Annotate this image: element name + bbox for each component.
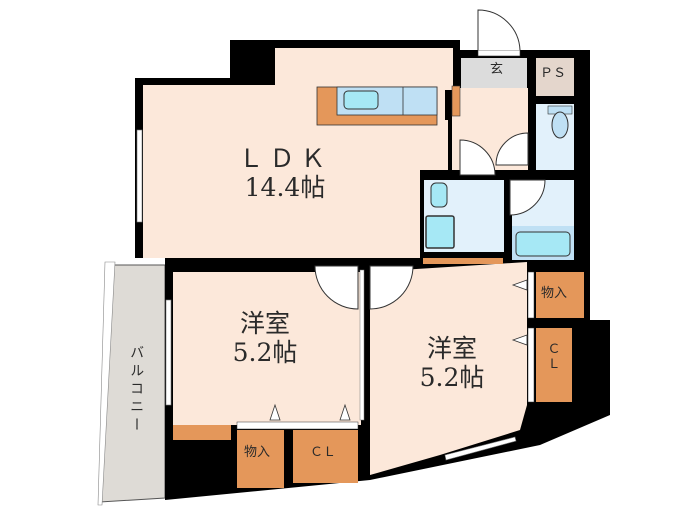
storage1 <box>237 430 284 488</box>
western2-door[interactable] <box>369 265 414 310</box>
western2-window <box>444 436 517 461</box>
shoe-cabinet <box>451 85 461 117</box>
pipe-space <box>536 58 574 96</box>
western2-size: 5.2帖 <box>419 362 485 392</box>
toilet-fixture <box>551 111 569 139</box>
closet2 <box>536 328 572 402</box>
ps-label: ＰＳ <box>540 66 567 81</box>
balcony-label: バルコニー <box>128 345 145 435</box>
ldk-name: ＬＤＫ <box>238 144 332 173</box>
room-western2 <box>370 262 527 475</box>
entrance-area <box>461 58 527 88</box>
entrance-door[interactable] <box>477 9 521 51</box>
western1-door[interactable] <box>314 265 359 310</box>
ldk-window <box>136 129 143 223</box>
storage2 <box>536 272 584 318</box>
bathtub <box>515 231 571 257</box>
western1-window <box>165 299 172 406</box>
entrance-label: 玄 <box>490 62 504 77</box>
closet1 <box>293 430 358 483</box>
storage1-label: 物入 <box>244 445 271 460</box>
ldk-size: 14.4帖 <box>244 172 326 202</box>
western1-name: 洋室 <box>239 309 290 338</box>
storage2-label: 物入 <box>541 286 568 301</box>
washing-machine <box>425 215 455 249</box>
western2-name: 洋室 <box>426 334 477 363</box>
kitchen-sink <box>343 90 379 110</box>
closet1-label: ＣＬ <box>310 445 337 460</box>
closet2-label: ＣＬ <box>547 342 561 372</box>
western1-size: 5.2帖 <box>232 337 298 367</box>
washbasin <box>430 182 448 208</box>
